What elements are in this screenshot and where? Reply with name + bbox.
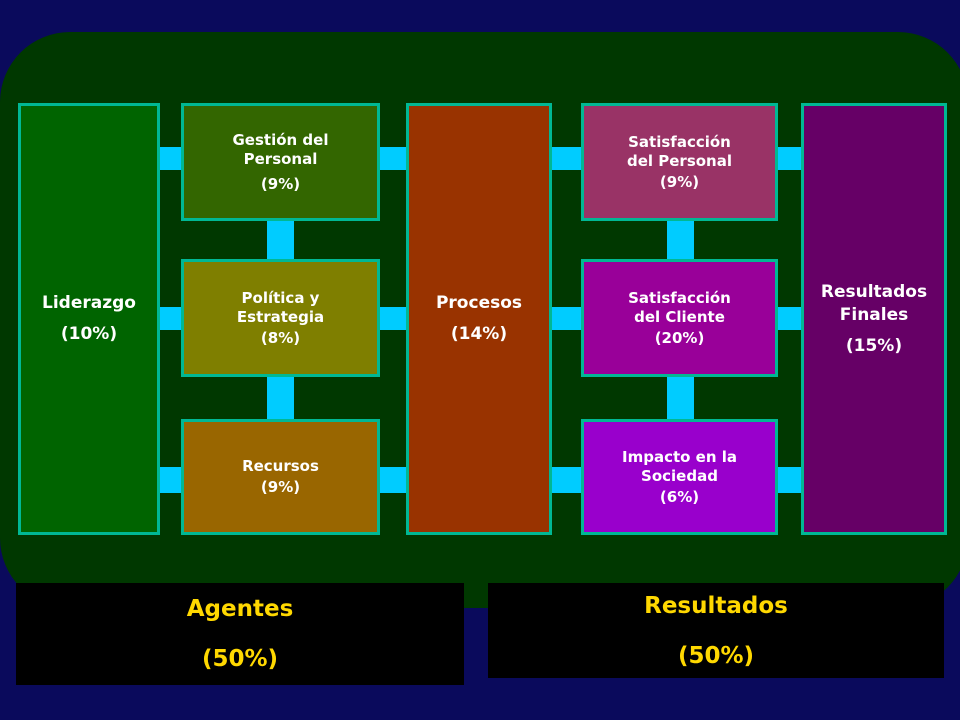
connector [267,375,294,422]
box-name: Satisfacción del Cliente [628,288,731,326]
box-procesos: Procesos (14%) [406,103,552,535]
box-impacto-sociedad: Impacto en la Sociedad (6%) [581,419,778,535]
connector [667,375,694,422]
connector [378,307,408,330]
box-gestion-personal: Gestión del Personal (9%) [181,103,380,221]
resultados-percentage: (50%) [677,642,755,669]
connector [667,219,694,262]
box-name: Satisfacción del Personal [626,132,732,170]
connector [776,307,803,330]
box-percentage: (6%) [659,487,700,506]
box-name: Procesos [435,293,523,313]
connector [776,467,803,493]
box-percentage: (9%) [260,174,301,193]
agentes-label: Agentes (50%) [16,583,464,685]
box-liderazgo: Liderazgo (10%) [18,103,160,535]
agentes-percentage: (50%) [201,646,279,672]
connector [378,467,408,493]
box-name: Recursos [242,457,319,475]
agentes-title: Agentes [186,596,294,622]
box-percentage: (10%) [60,324,118,344]
box-percentage: (8%) [260,328,301,347]
box-name: Impacto en la Sociedad [622,447,737,485]
box-recursos: Recursos (9%) [181,419,380,535]
box-percentage: (9%) [260,478,301,496]
connector [158,307,185,330]
box-satisfaccion-cliente: Satisfacción del Cliente (20%) [581,259,778,377]
box-name: Resultados Finales [820,281,928,325]
box-percentage: (14%) [450,324,508,344]
box-politica-estrategia: Política y Estrategia (8%) [181,259,380,377]
connector [550,307,583,330]
box-name: Liderazgo [42,293,136,313]
box-name: Gestión del Personal [232,130,329,168]
box-satisfaccion-personal: Satisfacción del Personal (9%) [581,103,778,221]
connector [550,467,583,493]
connector [158,147,185,170]
box-percentage: (15%) [845,335,903,356]
resultados-title: Resultados [644,592,788,619]
resultados-label: Resultados (50%) [488,583,944,678]
connector [158,467,185,493]
connector [776,147,803,170]
connector [267,219,294,262]
box-resultados-finales: Resultados Finales (15%) [801,103,947,535]
connector [550,147,583,170]
box-percentage: (9%) [659,172,700,191]
box-percentage: (20%) [654,328,705,347]
box-name: Política y Estrategia [236,288,325,326]
connector [378,147,408,170]
